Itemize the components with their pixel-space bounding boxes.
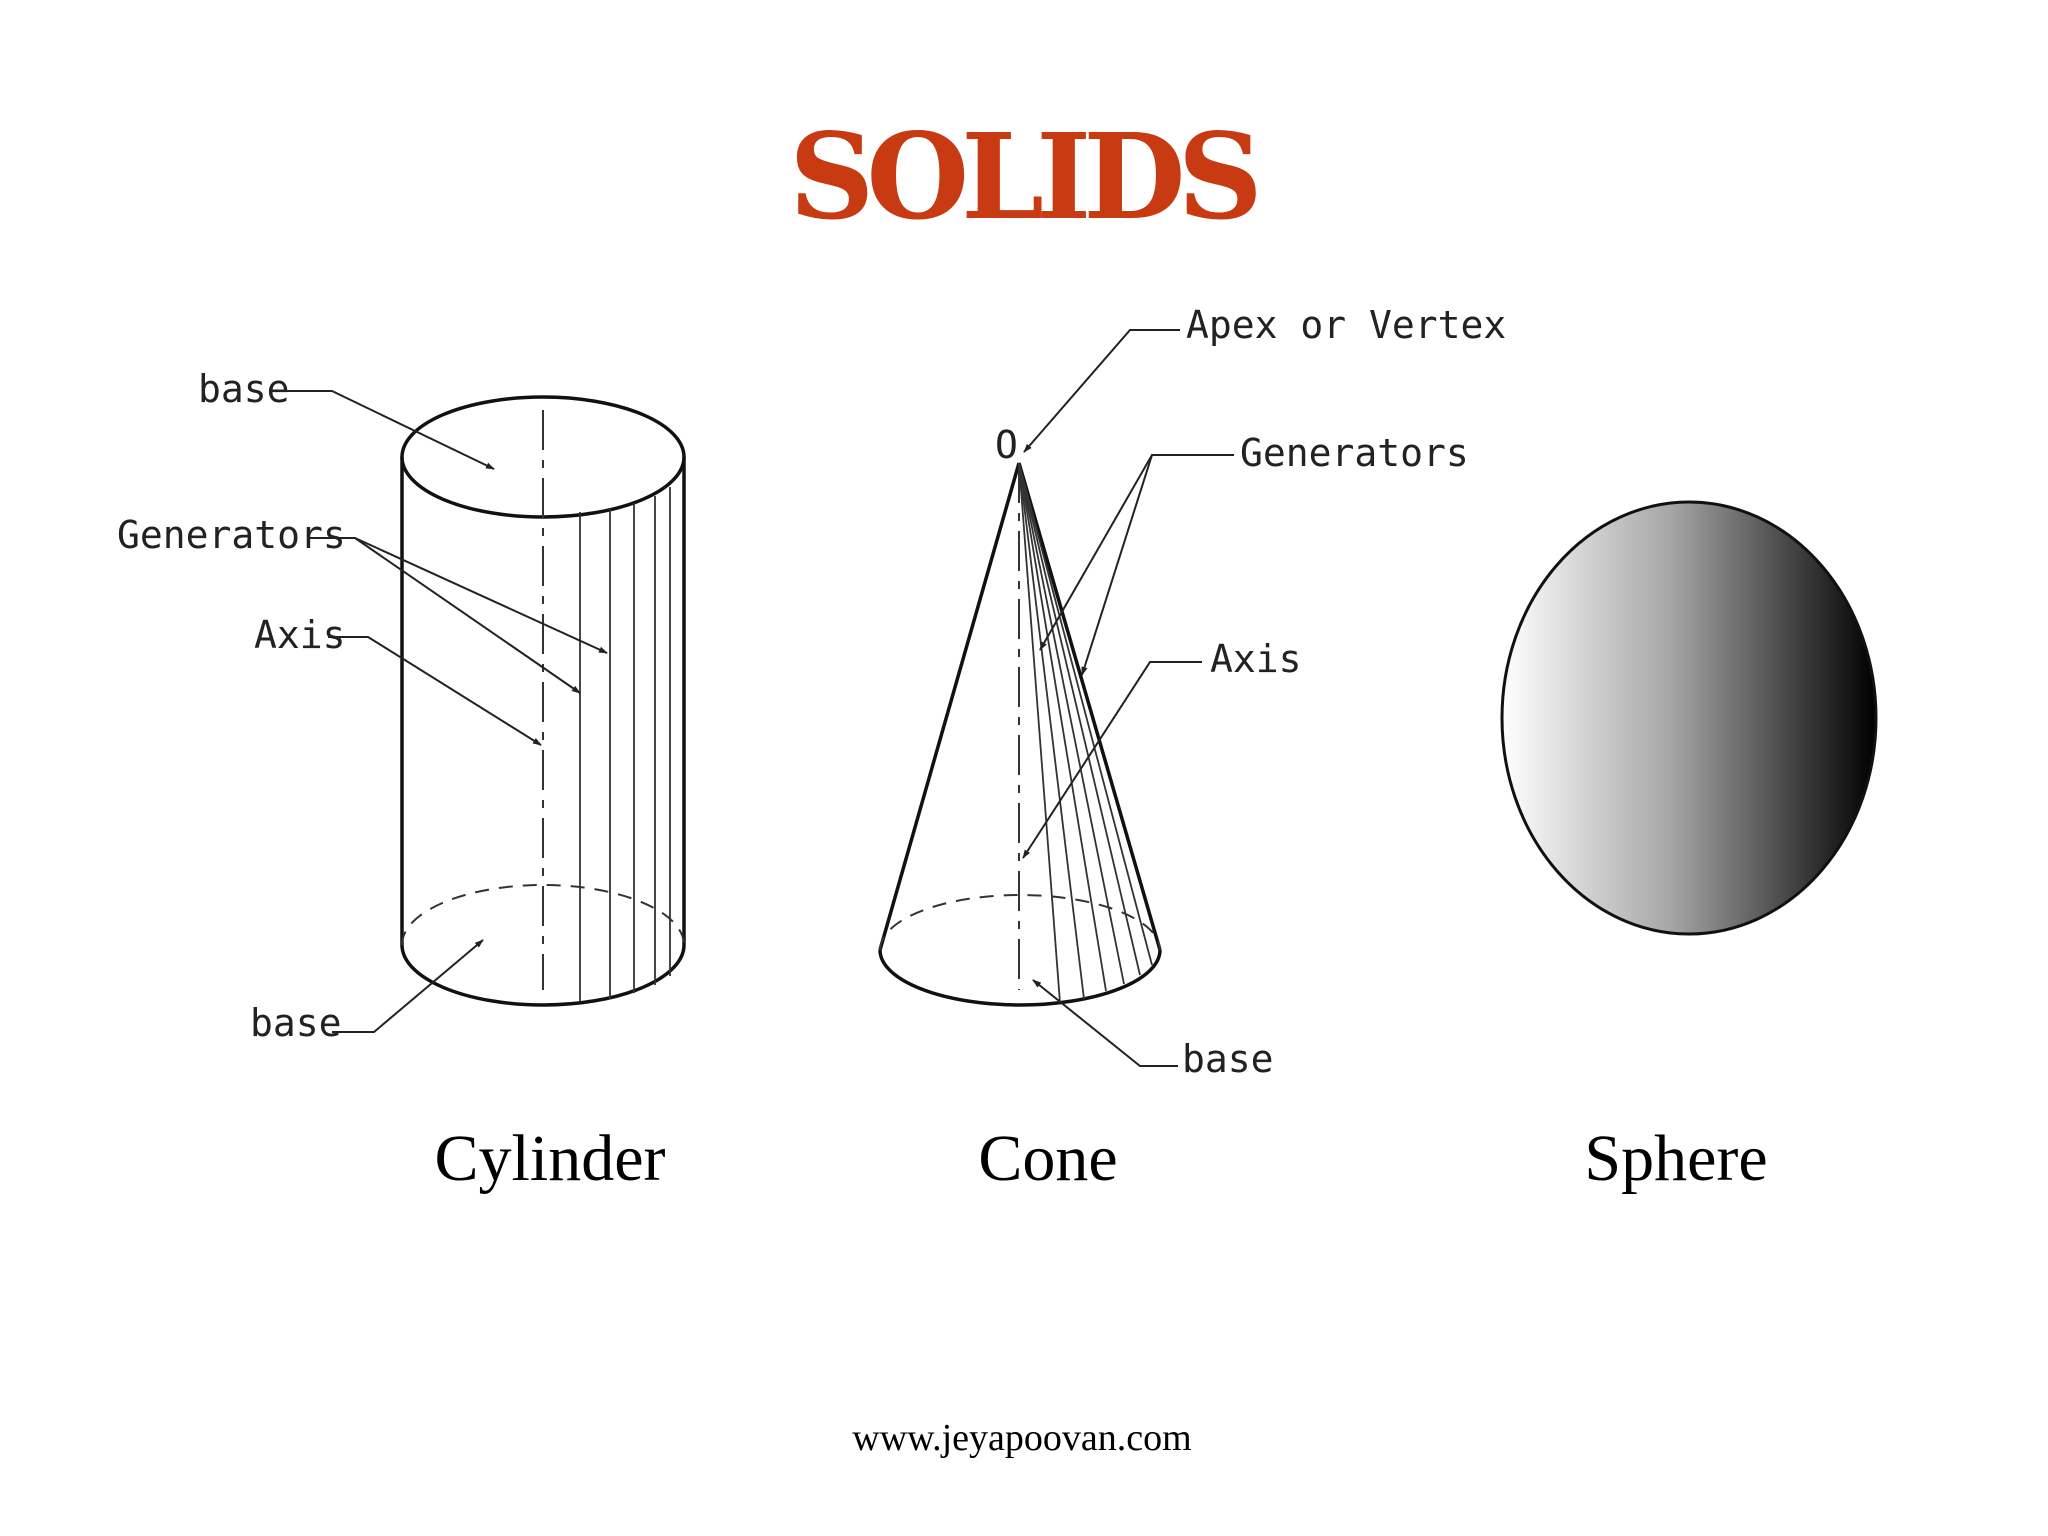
cylinder-caption: Cylinder xyxy=(435,1122,666,1195)
cylinder-label-generators: Generators xyxy=(117,513,346,557)
cone-generators-leader-2 xyxy=(1081,454,1153,676)
cylinder-generators-leader xyxy=(308,537,608,654)
cone-label-apex-point: O xyxy=(995,423,1018,467)
cylinder-bottom-base-front xyxy=(400,944,686,1007)
cylinder-generators-leader-2 xyxy=(354,537,581,694)
cylinder-label-base-bottom: base xyxy=(250,1001,342,1045)
cone-label-generators: Generators xyxy=(1240,431,1469,475)
cone-generators xyxy=(1018,462,1153,1004)
sphere-figure xyxy=(1500,500,1878,936)
cone-label-base: base xyxy=(1182,1037,1274,1081)
cone-label-axis: Axis xyxy=(1210,637,1302,681)
sphere xyxy=(1500,500,1878,936)
cone-figure: O Apex or Vertex Generators Axis base xyxy=(878,303,1506,1081)
cone-base-hidden xyxy=(879,894,1161,951)
cylinder-axis-leader xyxy=(328,636,542,746)
cone-left-side xyxy=(878,462,1021,951)
cylinder-bottom-base-hidden xyxy=(401,884,685,946)
cylinder-label-axis: Axis xyxy=(254,613,346,657)
cone-axis-leader xyxy=(1022,661,1202,859)
cone-caption: Cone xyxy=(978,1122,1117,1195)
page-title: SOLIDS xyxy=(789,107,1256,246)
cone-generators-leader xyxy=(1039,454,1234,651)
cone-label-apex: Apex or Vertex xyxy=(1186,303,1506,347)
sphere-caption: Sphere xyxy=(1584,1122,1767,1195)
cylinder-generators xyxy=(579,487,671,1001)
cylinder-base-top-leader xyxy=(282,390,495,470)
cone-base-front xyxy=(878,949,1162,1007)
cone-right-side xyxy=(1017,462,1162,951)
cone-base-leader xyxy=(1032,979,1178,1067)
cone-apex-leader xyxy=(1023,329,1180,453)
cylinder-figure: base Generators Axis base xyxy=(117,367,686,1045)
footer-website: www.jeyapoovan.com xyxy=(852,1417,1191,1459)
cylinder-base-bottom-leader xyxy=(332,939,484,1033)
cylinder-label-base-top: base xyxy=(198,367,290,411)
